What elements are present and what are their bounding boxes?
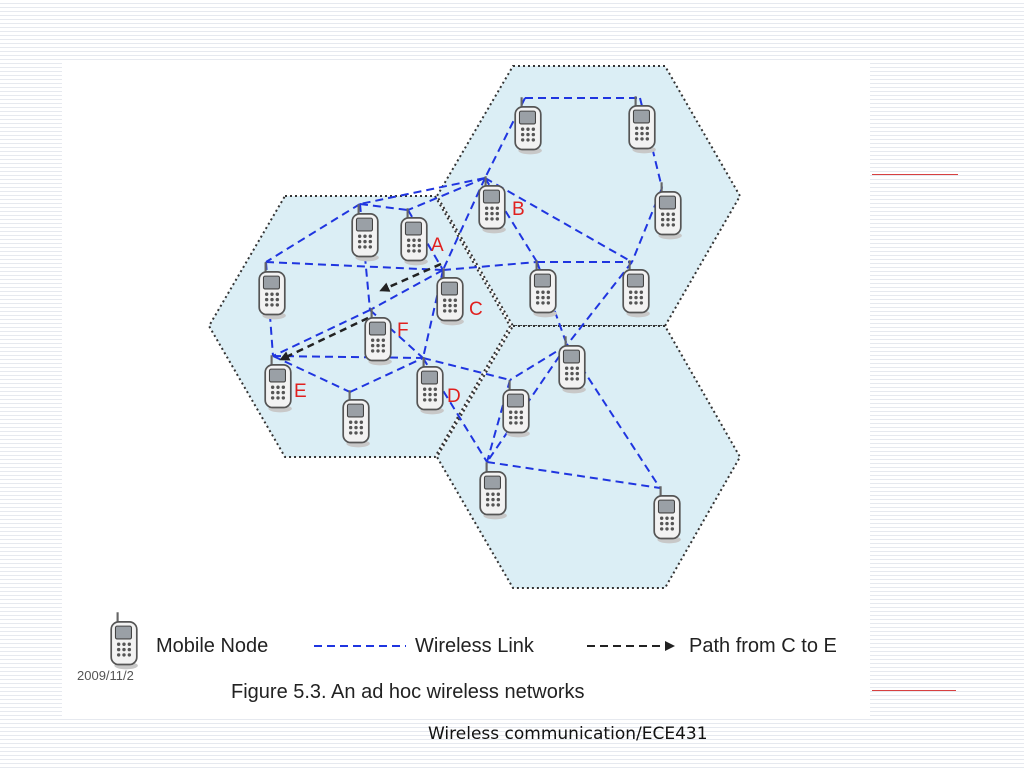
wireless-link bbox=[509, 344, 568, 381]
wireless-link bbox=[272, 355, 351, 393]
wireless-link bbox=[442, 177, 486, 271]
wireless-link bbox=[486, 461, 661, 489]
wireless-link bbox=[422, 357, 511, 381]
wireless-link bbox=[359, 203, 409, 211]
figure-caption: Figure 5.3. An ad hoc wireless networks bbox=[231, 681, 585, 703]
cell-top-right bbox=[435, 65, 742, 327]
node-label-c: C bbox=[469, 299, 483, 320]
decorative-red-line bbox=[872, 690, 956, 691]
legend-wireless-link: Wireless Link bbox=[415, 635, 535, 657]
wireless-link bbox=[359, 177, 486, 205]
wireless-link bbox=[407, 209, 444, 271]
wireless-link bbox=[349, 357, 424, 393]
node-label-f: F bbox=[397, 320, 409, 341]
wireless-link bbox=[265, 261, 444, 271]
decorative-red-line bbox=[872, 174, 958, 175]
legend-mobile-node: Mobile Node bbox=[156, 635, 268, 657]
wireless-link bbox=[272, 309, 371, 357]
slide-footer: Wireless communication/ECE431 bbox=[428, 724, 708, 744]
legend-path: Path from C to E bbox=[689, 635, 837, 657]
wireless-link bbox=[484, 177, 633, 263]
slide-date: 2009/11/2 bbox=[77, 668, 134, 683]
mobile-node-legend-icon bbox=[110, 611, 139, 670]
wireless-link bbox=[369, 309, 424, 359]
legend: Mobile Node Wireless Link Path from C to… bbox=[110, 611, 837, 670]
node-label-d: D bbox=[447, 386, 461, 407]
wireless-link bbox=[369, 269, 444, 311]
path-c-to-e bbox=[279, 262, 442, 361]
node-label-e: E bbox=[294, 381, 307, 402]
wireless-link bbox=[442, 261, 538, 271]
node-label-b: B bbox=[512, 199, 525, 220]
node-label-a: A bbox=[431, 235, 444, 256]
path-segment-c-to-a bbox=[379, 262, 442, 292]
wireless-link bbox=[566, 261, 633, 346]
path-segment-f-to-e bbox=[279, 316, 369, 361]
wireless-link bbox=[407, 177, 486, 211]
wireless-link bbox=[265, 203, 361, 263]
